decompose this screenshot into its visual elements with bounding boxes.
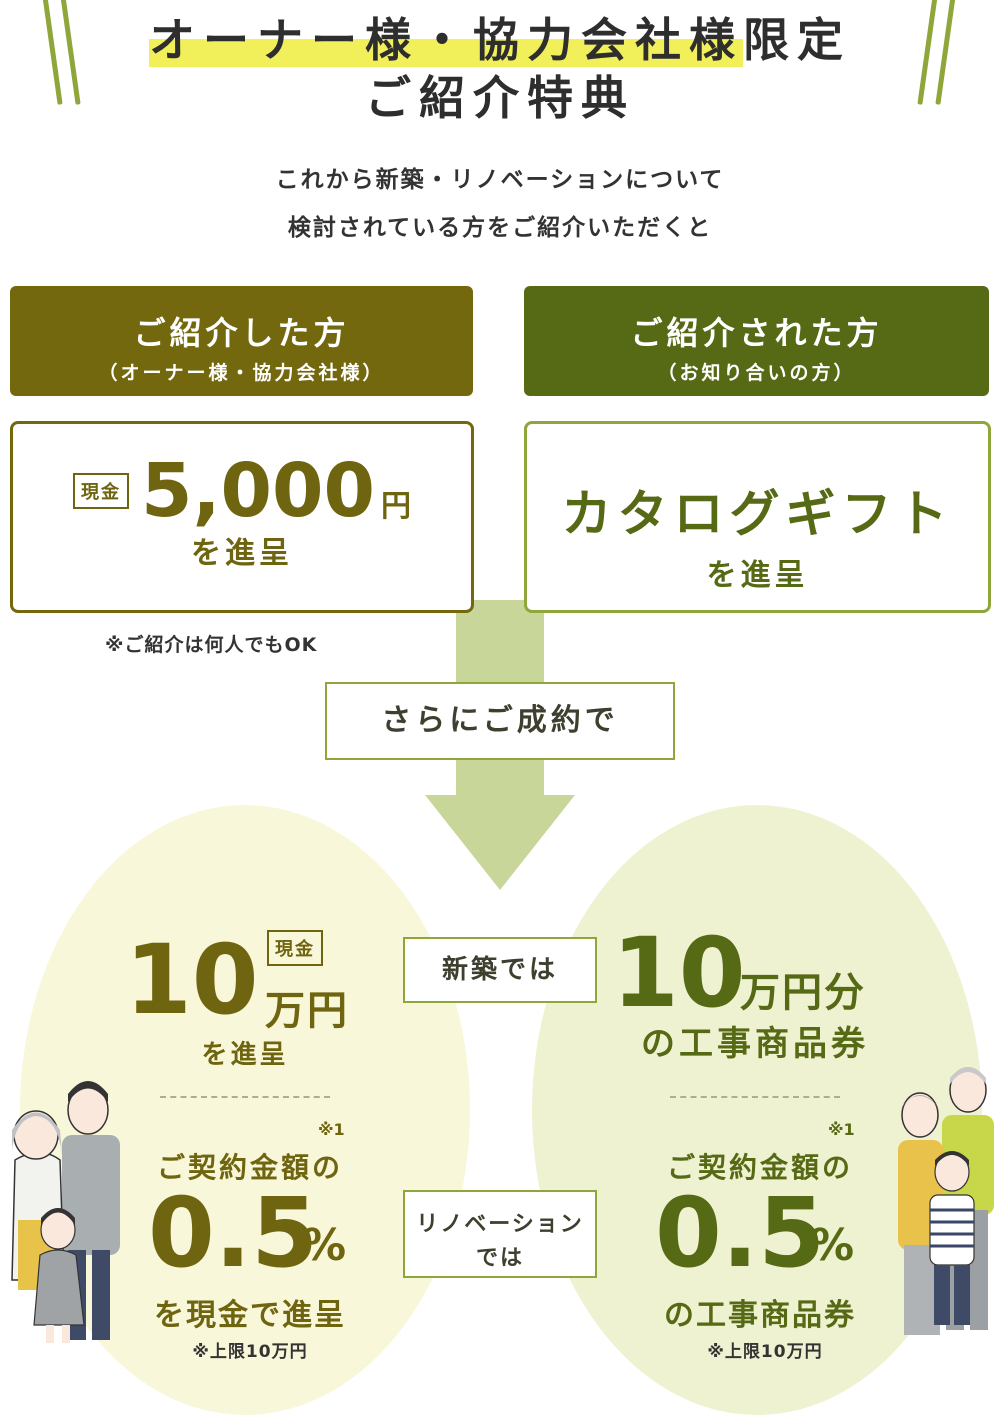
left-divider <box>160 1096 330 1098</box>
family-illustration <box>11 1081 120 1343</box>
referred-reward-box: カタログギフト を進呈 <box>524 421 991 613</box>
cash-tag: 現金 <box>72 473 129 509</box>
grandparents-illustration <box>898 1067 994 1335</box>
right-renovation-unit: % <box>810 1220 855 1271</box>
right-renovation-amount: 0.5 <box>655 1177 826 1289</box>
referral-note: ※ご紹介は何人でもOK <box>105 634 318 656</box>
left-newbuild-block: 現金 10 万円 <box>125 930 385 1040</box>
title-rest: 限定 <box>743 13 851 67</box>
left-newbuild-amount: 10 <box>125 924 259 1036</box>
right-newbuild-amount: 10 <box>612 917 746 1029</box>
referred-title: ご紹介された方 <box>630 314 883 352</box>
contract-label: さらにご成約で <box>325 682 675 760</box>
left-note-mark: ※1 <box>318 1120 345 1139</box>
left-newbuild-present: を進呈 <box>201 1040 289 1070</box>
left-cash-tag: 現金 <box>267 930 323 966</box>
right-limit-note: ※上限10万円 <box>707 1342 823 1362</box>
new-build-label: 新築では <box>403 937 597 1003</box>
referrer-amount: 5,000 <box>140 448 376 534</box>
left-newbuild-unit: 万円 <box>265 988 349 1034</box>
right-renovation-present: の工事商品券 <box>664 1298 856 1333</box>
right-newbuild-unit: 万円分 <box>740 970 866 1016</box>
referrer-title: ご紹介した方 <box>133 314 350 352</box>
renovation-label-line2: では <box>475 1246 524 1271</box>
arrow-head-icon <box>425 795 575 890</box>
referred-subtitle: （お知り合いの方） <box>657 362 856 384</box>
referred-present: を進呈 <box>706 558 809 593</box>
lead-line2: 検討されている方をご紹介いただくと <box>287 215 713 241</box>
page-title-line2: ご紹介特典 <box>365 71 635 125</box>
left-limit-note: ※上限10万円 <box>192 1342 308 1362</box>
renovation-label: リノベーション では <box>403 1190 597 1278</box>
right-newbuild-present: の工事商品券 <box>641 1024 869 1064</box>
lead-line1: これから新築・リノベーションについて <box>275 167 725 193</box>
renovation-label-line1: リノベーション <box>416 1212 584 1237</box>
left-contract-lead: ご契約金額の <box>156 1151 343 1184</box>
left-renovation-amount: 0.5 <box>148 1177 319 1289</box>
title-highlight: オーナー様・協力会社様 <box>149 13 743 67</box>
left-renovation-present: を現金で進呈 <box>154 1298 346 1333</box>
referrer-present: を進呈 <box>191 536 293 571</box>
referred-gift: カタログギフト <box>561 485 954 543</box>
referrer-subtitle: （オーナー様・協力会社様） <box>98 362 385 384</box>
referrer-unit: 円 <box>381 489 412 524</box>
left-renovation-unit: % <box>302 1220 347 1271</box>
right-contract-lead: ご契約金額の <box>666 1151 853 1184</box>
right-note-mark: ※1 <box>828 1120 855 1139</box>
right-divider <box>670 1096 840 1098</box>
referred-header: ご紹介された方 （お知り合いの方） <box>524 286 989 396</box>
referrer-header: ご紹介した方 （オーナー様・協力会社様） <box>10 286 473 396</box>
page-title-line1: オーナー様・協力会社様限定 <box>0 4 1000 70</box>
